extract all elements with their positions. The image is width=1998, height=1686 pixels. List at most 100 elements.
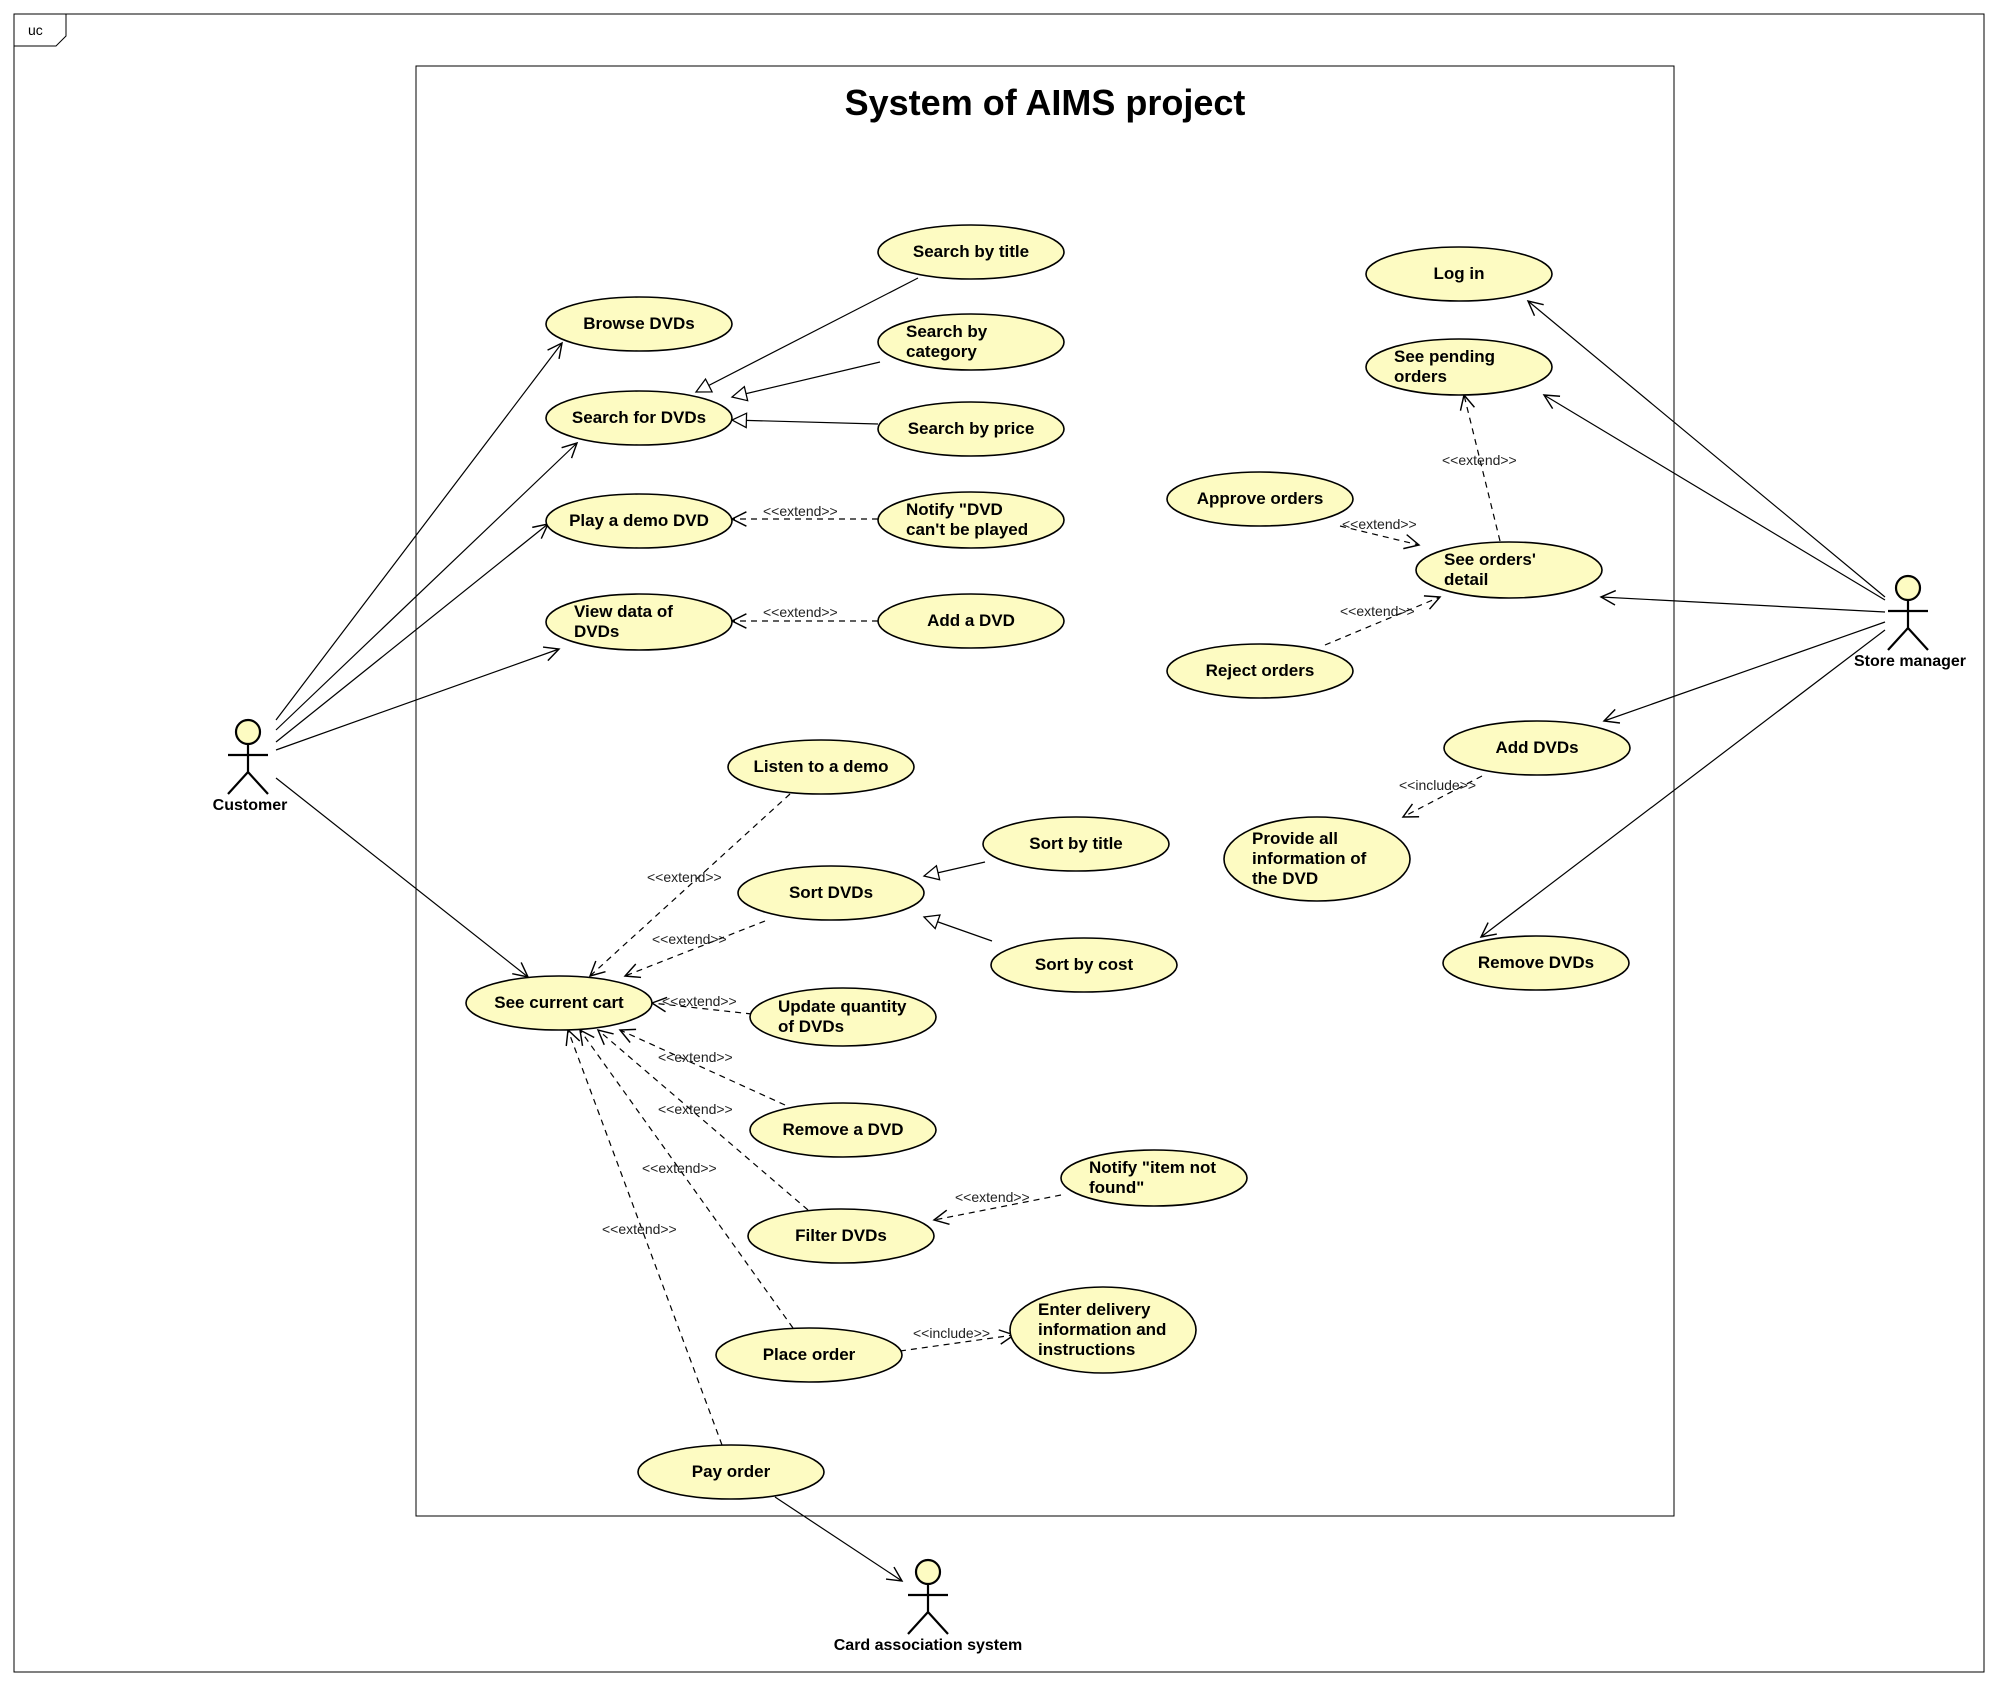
use-case-add-a-dvd[interactable]: Add a DVD [878,594,1064,648]
association-lines [275,299,1886,1582]
use-case-browse-dvds[interactable]: Browse DVDs [546,297,732,351]
use-case-see-orders-detail-ellipse[interactable] [1415,541,1603,599]
use-case-provide-all-info-ellipse[interactable] [1223,816,1411,902]
use-case-pay-order-ellipse[interactable] [637,1444,825,1500]
assoc-customer-view-data [275,646,561,751]
use-case-label: Provide all information of the DVD [1252,829,1367,888]
use-case-remove-dvds[interactable]: Remove DVDs [1443,936,1629,990]
use-case-search-by-title-ellipse[interactable] [877,224,1065,280]
gen-title-search [694,277,919,393]
gen-price-search [730,412,879,429]
use-case-notify-dvd-cant-play[interactable]: Notify "DVD can't be played [878,492,1064,548]
use-case-enter-delivery-info[interactable]: Enter delivery information and instructi… [1010,1287,1196,1373]
extend-label: <<extend>> [1340,603,1415,619]
use-case-sort-dvds[interactable]: Sort DVDs [738,866,924,920]
use-case-see-pending-orders[interactable]: See pending orders [1366,339,1552,395]
use-case-search-by-price[interactable]: Search by price [878,402,1064,456]
use-case-sort-dvds-ellipse[interactable] [737,865,925,921]
actor-customer-figure[interactable] [227,718,269,795]
gen-category-search [730,361,881,402]
use-case-sort-by-title-ellipse[interactable] [982,816,1170,872]
use-case-label: Search by category [906,322,988,361]
use-case-remove-a-dvd[interactable]: Remove a DVD [750,1103,936,1157]
use-case-play-demo-dvd-ellipse[interactable] [545,493,733,549]
gen-sort-title [922,861,986,881]
use-case-filter-dvds-ellipse[interactable] [747,1208,935,1264]
use-case-remove-dvds-ellipse[interactable] [1442,935,1630,991]
use-case-search-for-dvds-ellipse[interactable] [545,390,733,446]
use-case-notify-item-not-found[interactable]: Notify "item not found" [1061,1150,1247,1206]
use-case-see-current-cart[interactable]: See current cart [466,976,652,1030]
use-case-search-by-title[interactable]: Search by title [878,225,1064,279]
use-case-label: See orders' detail [1444,550,1536,589]
use-case-enter-delivery-info-ellipse[interactable] [1009,1286,1197,1374]
assoc-manager-add-dvds [1602,621,1886,724]
use-case-sort-by-cost-ellipse[interactable] [990,937,1178,993]
diagram-frame [13,13,1985,1673]
use-case-place-order-ellipse[interactable] [715,1327,903,1383]
use-case-notify-item-not-found-ellipse[interactable] [1060,1149,1248,1207]
use-case-add-dvds[interactable]: Add DVDs [1444,721,1630,775]
use-case-log-in[interactable]: Log in [1366,247,1552,301]
use-case-play-demo-dvd[interactable]: Play a demo DVD [546,494,732,548]
use-case-approve-orders[interactable]: Approve orders [1167,472,1353,526]
use-case-view-data-of-dvds[interactable]: View data of DVDs [546,594,732,650]
assoc-manager-pending [1542,394,1886,601]
use-case-browse-dvds-ellipse[interactable] [545,296,733,352]
actor-store-manager-figure[interactable] [1887,574,1929,651]
use-case-label: Filter DVDs [795,1226,887,1245]
use-case-label: Log in [1433,264,1485,283]
use-case-approve-orders-ellipse[interactable] [1166,471,1354,527]
dep-update-cart [650,996,753,1015]
use-case-listen-to-demo[interactable]: Listen to a demo [728,740,914,794]
use-case-label: Update quantity of DVDs [778,997,907,1036]
dep-place-cart [579,1028,794,1329]
extend-label: <<extend>> [662,993,737,1009]
use-case-see-orders-detail[interactable]: See orders' detail [1416,542,1602,598]
use-case-search-by-category[interactable]: Search by category [878,314,1064,370]
actor-card-system-label: Card association system [833,1637,1023,1654]
use-case-reject-orders[interactable]: Reject orders [1167,644,1353,698]
use-case-label: Notify "item not found" [1089,1158,1217,1197]
use-case-search-by-price-ellipse[interactable] [877,401,1065,457]
use-case-label: Approve orders [1196,489,1324,508]
use-case-view-data-of-dvds-ellipse[interactable] [545,593,733,651]
use-case-sort-by-title[interactable]: Sort by title [983,817,1169,871]
dep-add-provide [1401,775,1483,818]
use-case-add-a-dvd-ellipse[interactable] [877,593,1065,649]
use-case-see-current-cart-ellipse[interactable] [465,975,653,1031]
use-case-label: See pending orders [1394,347,1496,386]
use-case-label: Notify "DVD can't be played [906,500,1029,539]
actor-card-system-figure[interactable] [907,1558,949,1635]
use-case-search-for-dvds[interactable]: Search for DVDs [546,391,732,445]
use-case-label: Place order [762,1345,856,1364]
use-case-pay-order[interactable]: Pay order [638,1445,824,1499]
use-case-place-order[interactable]: Place order [716,1328,902,1382]
assoc-customer-search [275,441,579,731]
dependency-lines [565,393,1501,1446]
use-case-search-by-category-ellipse[interactable] [877,313,1065,371]
use-case-sort-by-cost[interactable]: Sort by cost [991,938,1177,992]
use-case-remove-a-dvd-ellipse[interactable] [749,1102,937,1158]
use-case-reject-orders-ellipse[interactable] [1166,643,1354,699]
actor-store-manager-label: Store manager [1853,653,1967,670]
use-case-label: Add a DVD [927,611,1015,630]
use-case-label: Sort DVDs [788,883,874,902]
use-case-label: Sort by cost [1034,955,1134,974]
dep-approve-detail [1339,525,1421,550]
use-case-add-dvds-ellipse[interactable] [1443,720,1631,776]
extend-label: <<extend>> [658,1049,733,1065]
use-case-label: View data of DVDs [574,602,673,641]
use-case-notify-dvd-cant-play-ellipse[interactable] [877,491,1065,549]
use-case-log-in-ellipse[interactable] [1365,246,1553,302]
extend-label: <<extend>> [647,869,722,885]
use-case-provide-all-info[interactable]: Provide all information of the DVD [1224,817,1410,901]
use-case-update-quantity-ellipse[interactable] [749,987,937,1047]
use-case-listen-to-demo-ellipse[interactable] [727,739,915,795]
use-case-filter-dvds[interactable]: Filter DVDs [748,1209,934,1263]
generalization-lines [694,277,993,942]
use-case-update-quantity[interactable]: Update quantity of DVDs [750,988,936,1046]
use-case-see-pending-orders-ellipse[interactable] [1365,338,1553,396]
use-case-label: Search for DVDs [571,408,707,427]
